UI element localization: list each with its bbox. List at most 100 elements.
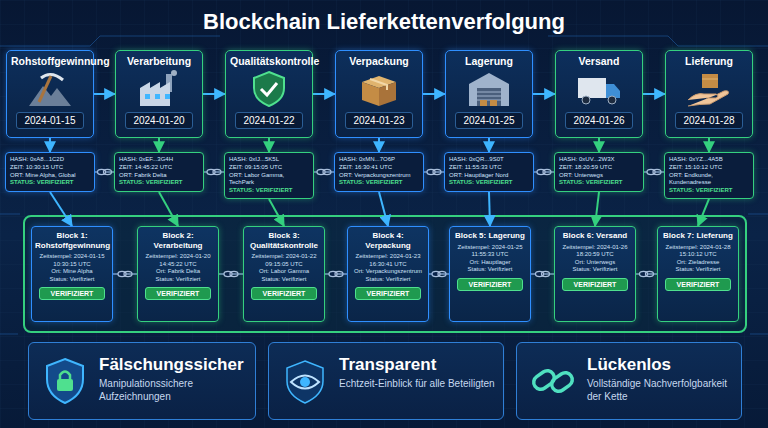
connector-line bbox=[708, 138, 710, 152]
chain-link bbox=[219, 271, 243, 276]
flow-arrow bbox=[379, 138, 380, 152]
shield-lock-icon bbox=[41, 357, 89, 405]
flow-arrow bbox=[533, 94, 555, 95]
flow-arrow bbox=[159, 192, 178, 226]
stage-label: Verarbeitung bbox=[120, 55, 198, 67]
stage-label: Versand bbox=[560, 55, 638, 67]
block-timestamp: Zeitstempel: 2024-01-20 14:45:22 UTC bbox=[141, 253, 215, 268]
block-location: Ort: Unterwegs bbox=[558, 259, 632, 267]
block-status: Status: Verifiziert bbox=[35, 276, 109, 284]
chain-ring bbox=[646, 271, 654, 276]
flow-arrow bbox=[50, 138, 51, 152]
flow-arrow bbox=[599, 138, 600, 152]
block-status: Status: Verifiziert bbox=[247, 276, 321, 284]
block-status: Status: Verifiziert bbox=[453, 266, 527, 274]
time-line: ZEIT: 14:45:22 UTC bbox=[119, 164, 199, 172]
connector-line bbox=[94, 93, 115, 95]
flow-arrow bbox=[159, 138, 160, 152]
stage-label: Verpackung bbox=[340, 55, 418, 67]
flow-arrow bbox=[643, 94, 665, 95]
time-line: ZEIT: 15:10:12 UTC bbox=[669, 164, 749, 172]
verified-badge: VERIFIZIERT bbox=[457, 278, 523, 291]
chain-icon bbox=[529, 357, 577, 405]
chain-block: Block 1: RohstoffgewinnungZeitstempel: 2… bbox=[31, 226, 113, 322]
block-heading: Block 7: Lieferung bbox=[661, 231, 735, 241]
block-status: Status: Verifiziert bbox=[351, 276, 425, 284]
chain-link bbox=[95, 169, 114, 174]
hash-record: HASH: 0xUV...2W3XZEIT: 18:20:59 UTCORT: … bbox=[554, 152, 644, 192]
block-heading: Block 2: Verarbeitung bbox=[141, 231, 215, 250]
chain-block: Block 7: LieferungZeitstempel: 2024-01-2… bbox=[657, 226, 739, 322]
block-timestamp: Zeitstempel: 2024-01-28 15:10:12 UTC bbox=[661, 244, 735, 259]
flow-arrow bbox=[423, 94, 445, 95]
verified-badge: VERIFIZIERT bbox=[665, 278, 731, 291]
pickaxe-icon bbox=[27, 70, 73, 108]
block-timestamp: Zeitstempel: 2024-01-25 11:55:33 UTC bbox=[453, 244, 527, 259]
warehouse-icon bbox=[466, 70, 512, 108]
connector-line bbox=[158, 138, 160, 152]
eye-icon bbox=[281, 357, 329, 405]
chain-ring bbox=[433, 169, 441, 174]
hash-record: HASH: 0xQR...9S0TZEIT: 11:55:33 UTCORT: … bbox=[444, 152, 534, 192]
flow-arrow bbox=[709, 138, 710, 152]
chain-link bbox=[113, 271, 137, 276]
block-location: Ort: Mine Alpha bbox=[35, 268, 109, 276]
flow-arrow bbox=[50, 192, 72, 226]
diagram-title: Blockchain Lieferkettenverfolgung bbox=[0, 9, 768, 35]
location-line: ORT: Labor Gamma, TechPark bbox=[229, 172, 309, 188]
flow-arrow bbox=[269, 138, 270, 152]
hash-line: HASH: 0xMN...7O6P bbox=[339, 156, 419, 164]
location-line: ORT: Endkunde, Kundenadresse bbox=[669, 172, 749, 188]
hash-record: HASH: 0xYZ...4A5BZEIT: 15:10:12 UTCORT: … bbox=[664, 152, 754, 199]
chain-ring bbox=[124, 271, 132, 276]
time-line: ZEIT: 09:15:05 UTC bbox=[229, 164, 309, 172]
stage-date: 2024-01-28 bbox=[675, 112, 743, 129]
chain-link bbox=[531, 271, 554, 276]
connector-line bbox=[423, 93, 445, 95]
flow-arrow bbox=[698, 199, 709, 226]
flow-arrow bbox=[203, 94, 225, 95]
feature-text: Echtzeit-Einblick für alle Beteiligten bbox=[339, 378, 495, 391]
chain-block: Block 5: LagerungZeitstempel: 2024-01-25… bbox=[449, 226, 531, 322]
feature-title: Transparent bbox=[339, 355, 495, 375]
connector-line bbox=[643, 93, 665, 95]
location-line: ORT: Unterwegs bbox=[559, 172, 639, 180]
stage-label: Lieferung bbox=[670, 55, 748, 67]
connector-line bbox=[488, 138, 490, 152]
location-line: ORT: Mine Alpha, Global bbox=[10, 172, 90, 180]
stage-card: Versand 2024-01-26 bbox=[555, 50, 643, 138]
connector-line bbox=[159, 192, 178, 226]
hash-line: HASH: 0xIJ...5K5L bbox=[229, 156, 309, 164]
chain-link bbox=[424, 169, 444, 174]
chain-block: Block 4: VerpackungZeitstempel: 2024-01-… bbox=[347, 226, 429, 322]
chain-ring bbox=[542, 271, 550, 276]
block-heading: Block 1: Rohstoffgewinnung bbox=[35, 231, 109, 250]
stage-label: Lagerung bbox=[450, 55, 528, 67]
circuit-lines bbox=[0, 36, 768, 334]
block-heading: Block 4: Verpackung bbox=[351, 231, 425, 250]
flow-arrow bbox=[489, 138, 490, 152]
time-line: ZEIT: 10:30:15 UTC bbox=[10, 164, 90, 172]
stage-card: Rohstoffgewinnung 2024-01-15 bbox=[6, 50, 94, 138]
chain-ring bbox=[104, 169, 112, 174]
stage-label: Qualitätskontrolle bbox=[230, 55, 308, 67]
chain-link bbox=[429, 271, 449, 276]
stage-card: Verarbeitung 2024-01-20 bbox=[115, 50, 203, 138]
verified-badge: VERIFIZIERT bbox=[145, 287, 211, 300]
block-location: Ort: Labor Gamma bbox=[247, 268, 321, 276]
feature-box: FälschungssicherManipulationssichere Auf… bbox=[28, 342, 256, 420]
time-line: ZEIT: 16:30:41 UTC bbox=[339, 164, 419, 172]
hand-delivery-icon bbox=[686, 70, 732, 108]
block-location: Ort: Fabrik Delta bbox=[141, 268, 215, 276]
verified-badge: VERIFIZIERT bbox=[562, 278, 628, 291]
chain-link bbox=[204, 169, 224, 174]
connector-line bbox=[268, 138, 270, 152]
connector-line bbox=[269, 199, 284, 226]
hash-line: HASH: 0xUV...2W3X bbox=[559, 156, 639, 164]
chain-link bbox=[644, 169, 664, 174]
feature-text: Manipulationssichere Aufzeichnungen bbox=[99, 378, 247, 403]
stage-date: 2024-01-25 bbox=[455, 112, 523, 129]
block-heading: Block 5: Lagerung bbox=[453, 231, 527, 241]
stage-card: Lieferung 2024-01-28 bbox=[665, 50, 753, 138]
